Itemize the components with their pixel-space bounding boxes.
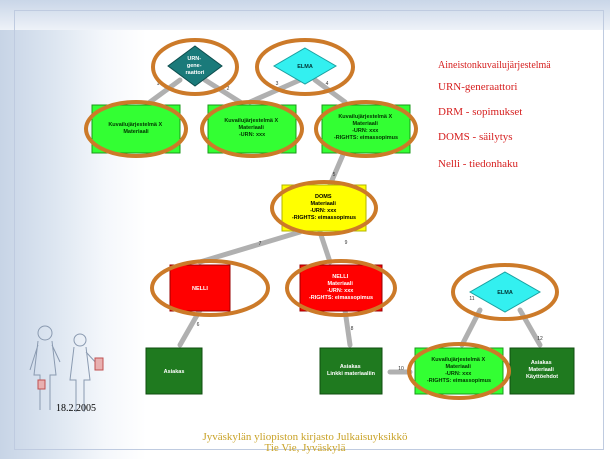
oval-kuvailu-3 <box>314 100 418 158</box>
arrow-number: 9 <box>345 240 348 246</box>
asiakas-node-2 <box>319 347 383 395</box>
arrow-number: 8 <box>351 326 354 332</box>
arrow-number: 2 <box>227 86 230 92</box>
kuvailu-node-3-label: Kuvailujärjestelmä X Materiaali -URN: xx… <box>334 114 398 141</box>
asiakas-node-1 <box>145 347 203 395</box>
oval-doms <box>270 180 378 236</box>
doms-node-label: DOMS Materiaali -URN: xxx -RIGHTS: eimas… <box>292 194 356 221</box>
arrow-5 <box>327 147 348 188</box>
footer-organization: Jyväskylän yliopiston kirjasto Julkaisuy… <box>202 431 408 443</box>
arrow-3 <box>247 77 303 105</box>
legend-item-urn: URN-generaattori <box>438 81 518 93</box>
arrow-1 <box>147 77 183 105</box>
arrow-7b <box>317 229 333 265</box>
legend-item-kuvailu: Aineistonkuvailujärjestelmä <box>438 60 551 71</box>
arrow-number-labels: 1 2 3 4 5 6 7 8 9 10 11 12 <box>157 81 543 372</box>
legend-item-drm: DRM - sopimukset <box>438 106 523 118</box>
arrow-number: 3 <box>276 81 279 87</box>
kuvailu-node-bottom-label: Kuvailujärjestelmä X Materiaali -URN: xx… <box>427 357 491 384</box>
arrow-number: 6 <box>197 322 200 328</box>
urn-generator-node <box>167 45 223 87</box>
oval-kuvailu-bottom <box>407 342 511 400</box>
elma-top-label: ELMA <box>297 64 313 70</box>
arrow-number: 5 <box>333 172 336 178</box>
legend-item-doms: DOMS - säilytys <box>438 131 513 143</box>
asiakas-node-3-label: Asiakas Materiaali Käyttöehdot <box>526 360 558 380</box>
doms-node <box>281 184 367 232</box>
urn-generator-label: URN- gene- raattori <box>186 56 205 76</box>
oval-nelli-2 <box>285 259 397 317</box>
nelli-node-2 <box>299 264 383 312</box>
oval-elma-top <box>255 38 355 96</box>
people-illustration <box>29 325 104 412</box>
arrow-number: 1 <box>157 81 160 87</box>
elma-right-label: ELMA <box>497 290 513 296</box>
oval-urn <box>151 38 239 96</box>
kuvailu-node-2 <box>207 104 297 154</box>
asiakas-node-2-label: Asiakas Linkki materiaaliin <box>327 364 376 377</box>
nelli-node-1 <box>169 264 231 312</box>
arrow-number: 4 <box>326 81 329 87</box>
arrow-2 <box>202 77 243 105</box>
kuvailu-node-2-label: Kuvailujärjestelmä X Materiaali -URN: xx… <box>224 118 279 138</box>
elma-top-node <box>273 47 337 85</box>
arrow-number: 7 <box>259 241 262 247</box>
arrow-number: 12 <box>537 336 543 342</box>
arrow-number: 11 <box>469 296 474 302</box>
kuvailu-node-bottom <box>414 347 504 395</box>
nelli-node-1-label: NELLI <box>192 286 208 292</box>
slide-frame <box>14 10 604 450</box>
asiakas-node-1-label: Asiakas <box>164 369 185 375</box>
oval-kuvailu-2 <box>200 100 304 158</box>
highlight-ovals <box>84 38 559 400</box>
footer-project: Tie Vie, Jyväskylä <box>264 442 346 454</box>
legend-item-nelli: Nelli - tiedonhaku <box>438 158 519 170</box>
kuvailu-node-3 <box>321 104 411 154</box>
arrow-7 <box>197 229 303 265</box>
footer-date: 18.2.2005 <box>56 403 96 414</box>
kuvailu-node-1-label: Kuvailujärjestelmä X Materiaali <box>108 122 163 135</box>
oval-kuvailu-1 <box>84 100 188 158</box>
kuvailu-node-1 <box>91 104 181 154</box>
oval-nelli-1 <box>150 259 270 317</box>
oval-elma-right <box>451 263 559 321</box>
elma-right-node <box>468 271 542 313</box>
top-band <box>0 0 610 30</box>
nelli-node-2-label: NELLI Materiaali -URN: xxx -RIGHTS: eima… <box>309 274 373 301</box>
arrow-number: 10 <box>398 366 404 372</box>
